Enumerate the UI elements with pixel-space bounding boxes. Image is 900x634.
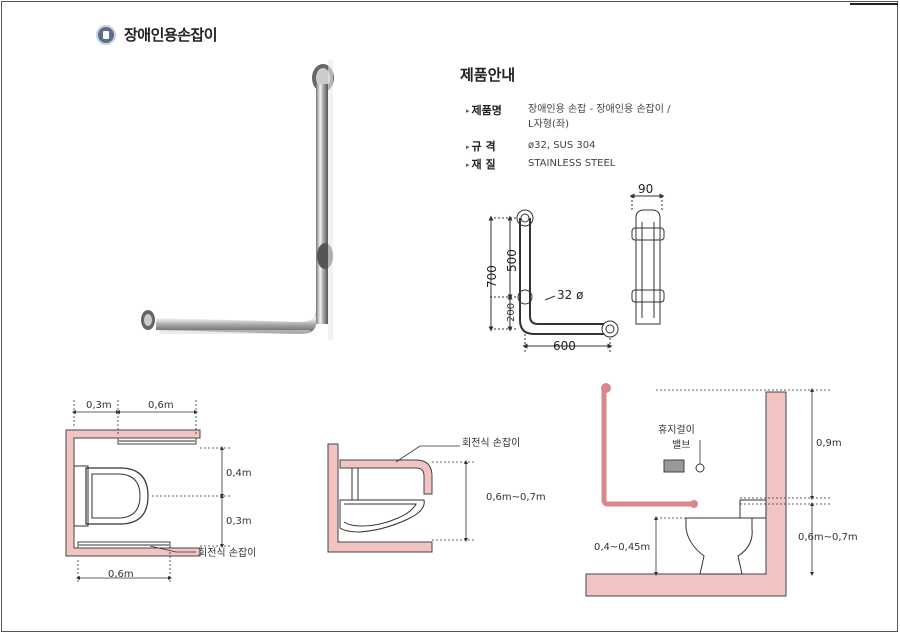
side-drawing bbox=[629, 193, 665, 325]
front-drawing bbox=[488, 209, 619, 352]
dim-500: 500 bbox=[505, 249, 519, 272]
side-view bbox=[327, 443, 476, 553]
plan-view bbox=[65, 400, 232, 584]
page-title: 장애인용손잡이 bbox=[124, 26, 218, 44]
plan-h1: 0,4m bbox=[226, 468, 252, 479]
elev-paper: 휴지걸이 bbox=[658, 423, 695, 436]
product-photo bbox=[141, 60, 334, 340]
spec-value: 장애인용 손잡 - 장애인용 손잡이 /L자형(좌) bbox=[528, 104, 671, 130]
elev-valve: 밸브 bbox=[672, 439, 690, 451]
plan-w2: 0,6m bbox=[148, 400, 174, 411]
dim-200: 200 bbox=[506, 303, 517, 322]
dim-90: 90 bbox=[638, 182, 653, 196]
plan-note: 회전식 손잡이 bbox=[198, 547, 256, 559]
side-height: 0,6m~0,7m bbox=[486, 492, 546, 503]
info-heading: 제품안내 bbox=[460, 66, 516, 84]
plan-w1: 0,3m bbox=[86, 400, 112, 411]
spec-value: STAINLESS STEEL bbox=[528, 158, 616, 169]
elev-top: 0,9m bbox=[816, 438, 842, 449]
elev-low: 0,4~0,45m bbox=[594, 542, 650, 553]
plan-bottom: 0,6m bbox=[108, 569, 134, 580]
side-note: 회전식 손잡이 bbox=[462, 437, 520, 449]
spec-key: 제품명 bbox=[466, 102, 502, 118]
spec-key: 규 격 bbox=[466, 138, 496, 154]
document-icon bbox=[96, 24, 116, 45]
elevation-view bbox=[585, 383, 830, 597]
page-header: 장애인용손잡이 bbox=[96, 24, 218, 45]
plan-h2: 0,3m bbox=[226, 516, 252, 527]
spec-key: 재 질 bbox=[466, 156, 496, 172]
spec-value: ø32, SUS 304 bbox=[528, 140, 596, 151]
elev-mid: 0,6m~0,7m bbox=[798, 532, 858, 543]
dim-32: 32 ø bbox=[557, 288, 583, 302]
corner-line bbox=[850, 3, 898, 5]
dim-700: 700 bbox=[485, 265, 499, 288]
dim-600: 600 bbox=[553, 339, 576, 353]
